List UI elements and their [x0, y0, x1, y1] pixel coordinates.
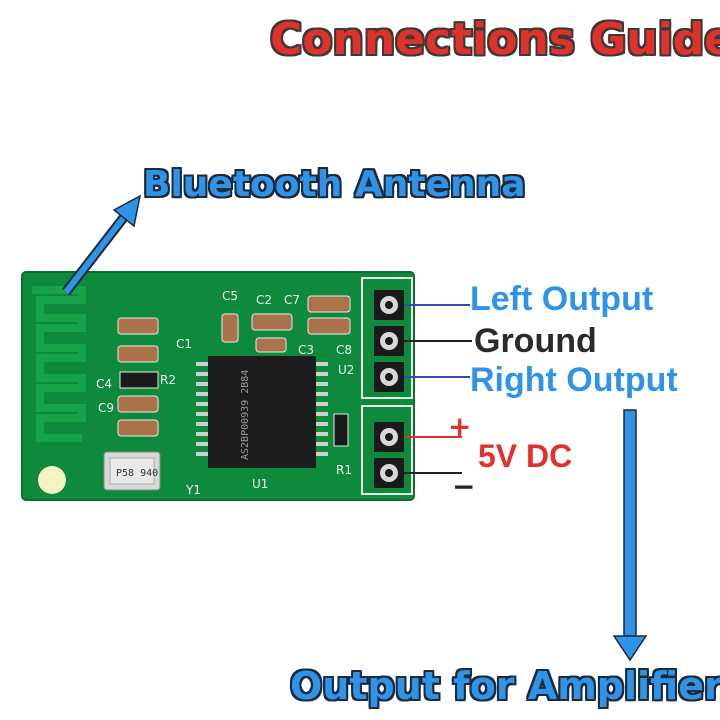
silk-c8: C8: [336, 343, 352, 357]
silk-c5: C5: [222, 289, 238, 303]
resistor-r2: [119, 371, 159, 389]
main-chip: AS2BP00939 2B84: [196, 356, 328, 468]
left-output-label: Left Output: [470, 280, 654, 318]
page-title: Connections Guide: [270, 14, 720, 65]
silk-c3: C3: [298, 343, 314, 357]
antenna-label: Bluetooth Antenna: [143, 164, 526, 205]
silk-c4: C4: [96, 377, 112, 391]
pin-header-outline-top: [361, 277, 413, 399]
pins: [374, 290, 404, 488]
antenna-trace: [32, 286, 86, 442]
silk-c1: C1: [176, 337, 192, 351]
silk-c7: C7: [284, 293, 300, 307]
mount-hole: [38, 466, 66, 494]
silk-u1: U1: [252, 477, 268, 491]
resistor-r1: [333, 413, 349, 447]
pin-header-outline-bottom: [361, 405, 413, 495]
amplifier-label: Output for Amplifier: [290, 664, 720, 708]
ground-label: Ground: [474, 322, 597, 360]
silk-c2: C2: [256, 293, 272, 307]
silk-c9: C9: [98, 401, 114, 415]
minus-symbol: −: [452, 470, 476, 503]
plus-symbol: +: [448, 410, 472, 443]
antenna-arrow: [62, 194, 142, 296]
power-label: 5V DC: [478, 438, 573, 474]
crystal-text: P58 940: [116, 468, 158, 479]
silk-r2: R2: [160, 373, 176, 387]
chip-text: AS2BP00939 2B84: [240, 370, 251, 460]
right-output-label: Right Output: [470, 361, 678, 399]
capacitors: [117, 295, 351, 437]
silk-y1: Y1: [185, 483, 201, 497]
amplifier-arrow: [612, 409, 648, 662]
silk-u2: U2: [338, 363, 354, 377]
silk-r1: R1: [336, 463, 352, 477]
